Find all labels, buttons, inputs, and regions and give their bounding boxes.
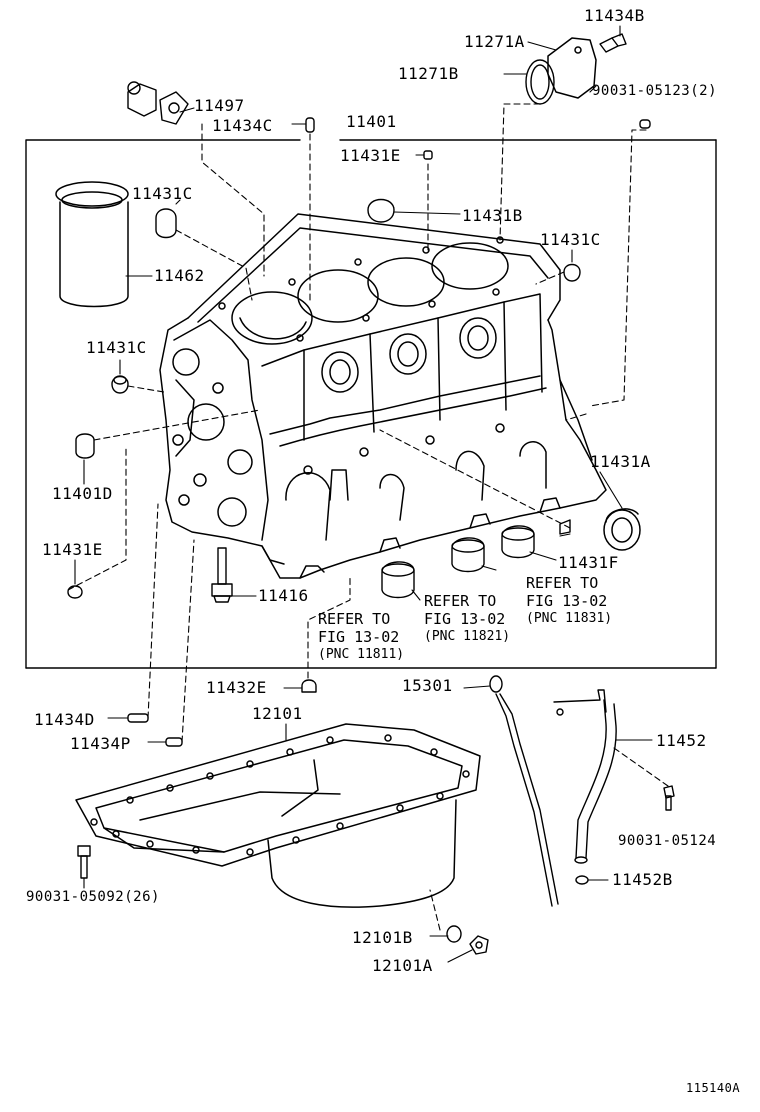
refer-line-2: FIG 13-02 (424, 610, 506, 628)
label-90031-05092: 90031-05092(26) (26, 889, 160, 905)
refer-line-1: REFER TO (526, 574, 599, 592)
label-11431C-b: 11431C (540, 230, 601, 249)
label-11431B: 11431B (462, 206, 523, 225)
cylinder-block (159, 213, 607, 579)
refer-line-3: (PNC 11821) (424, 629, 511, 644)
label-90031-05123: 90031-05123(2) (592, 83, 718, 99)
label-11452B: 11452B (612, 870, 673, 889)
bolt-90031-05124 (663, 785, 675, 811)
label-90031-05124: 90031-05124 (618, 833, 717, 849)
label-11416: 11416 (258, 586, 309, 605)
bolt-11416 (211, 547, 233, 603)
pin-11434D (127, 713, 149, 723)
label-11431A: 11431A (590, 452, 651, 471)
o-ring-11452B (575, 875, 589, 885)
label-11434P: 11434P (70, 734, 131, 753)
drain-gasket (446, 925, 462, 943)
label-15301: 15301 (402, 676, 453, 695)
dipstick (489, 675, 559, 907)
label-11434C: 11434C (212, 116, 273, 135)
cover-plate-11271A (547, 37, 597, 99)
refer-note-11831: REFER TO FIG 13-02 (PNC 11831) (526, 574, 612, 628)
refer-line-3: (PNC 11811) (318, 647, 405, 662)
bolt-90031-05092 (77, 845, 91, 879)
label-11401: 11401 (346, 112, 397, 131)
label-11462: 11462 (154, 266, 205, 285)
pin-11431E (423, 150, 433, 160)
label-11271B: 11271B (398, 64, 459, 83)
dipstick-guide (553, 689, 617, 864)
label-11271A: 11271A (464, 32, 525, 51)
refer-line-1: REFER TO (318, 610, 391, 628)
expansion-plugs (67, 198, 581, 599)
dashed-lines (67, 103, 669, 931)
refer-line-2: FIG 13-02 (526, 592, 608, 610)
label-12101B: 12101B (352, 928, 413, 947)
label-11431F: 11431F (558, 553, 619, 572)
label-12101A: 12101A (372, 956, 433, 975)
figure-id: 115140A (686, 1081, 741, 1095)
label-12101: 12101 (252, 704, 303, 723)
cylinder-liner (55, 181, 129, 308)
rear-oil-seal (603, 508, 641, 551)
label-11432E: 11432E (206, 678, 267, 697)
oil-pan (75, 723, 481, 908)
drain-plug (469, 935, 489, 955)
group-frame (25, 139, 301, 669)
label-11434B: 11434B (584, 6, 645, 25)
label-11431C-a: 11431C (132, 184, 193, 203)
camshaft-bearings (381, 525, 535, 599)
label-11497: 11497 (194, 96, 245, 115)
bolt-11434B (599, 33, 627, 53)
refer-note-11811: REFER TO FIG 13-02 (PNC 11811) (318, 610, 404, 664)
label-11452: 11452 (656, 731, 707, 750)
pin-90031-05123 (639, 119, 651, 129)
label-11401D: 11401D (52, 484, 113, 503)
plug-11432E (301, 679, 317, 693)
label-11431C-c: 11431C (86, 338, 147, 357)
label-11431E-top: 11431E (340, 146, 401, 165)
label-11434D: 11434D (34, 710, 95, 729)
label-11431E-left: 11431E (42, 540, 103, 559)
fitting-11497 (127, 81, 189, 125)
refer-note-11821: REFER TO FIG 13-02 (PNC 11821) (424, 592, 510, 646)
leader-lines (74, 25, 653, 963)
pin-11434P (165, 737, 183, 747)
refer-line-1: REFER TO (424, 592, 497, 610)
gasket-11271B (525, 59, 555, 105)
refer-line-3: (PNC 11831) (526, 611, 613, 626)
pin-11434C (305, 117, 315, 133)
refer-line-2: FIG 13-02 (318, 628, 400, 646)
